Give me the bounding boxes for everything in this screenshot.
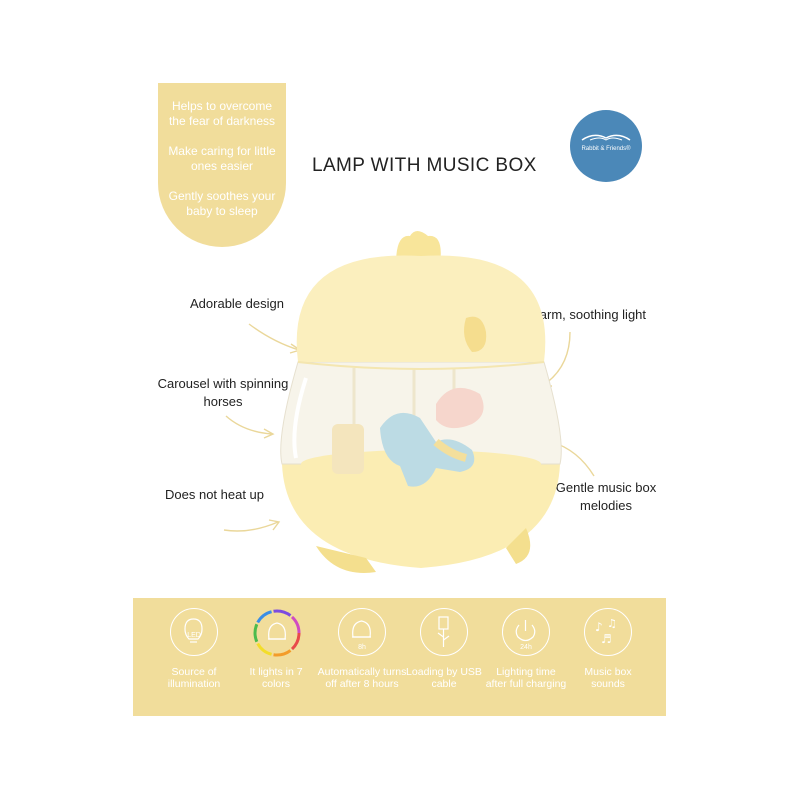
- seven-colors-lamp-icon: [253, 609, 301, 657]
- benefit-2: Make caring for little ones easier: [168, 144, 276, 173]
- icon-label-colors: It lights in 7 colors: [249, 666, 303, 690]
- usb-cable-icon: [437, 616, 450, 647]
- wing-logo-icon: [581, 134, 631, 141]
- icon-label-timer: Automatically turns off after 8 hours: [317, 666, 407, 690]
- feature-carousel: Carousel with spinning horses: [157, 376, 289, 409]
- benefit-1: Helps to overcome the fear of darkness: [168, 99, 276, 128]
- feature-heat: Does not heat up: [165, 487, 265, 502]
- timer-badge: 8h: [358, 644, 366, 651]
- icon-label-led: Source of illumination: [167, 666, 221, 690]
- icon-item-timer: 8h Automatically turns off after 8 hours: [317, 608, 407, 690]
- logo-registered: ®: [626, 146, 631, 152]
- arrow-heat-icon: [223, 519, 281, 532]
- icon-label-power: Lighting time after full charging: [485, 666, 567, 690]
- timer-lamp-icon: [352, 620, 371, 638]
- feature-adorable: Adorable design: [190, 296, 284, 311]
- svg-text:♬: ♬: [601, 632, 612, 646]
- arrow-carousel-icon: [225, 415, 275, 439]
- led-bulb-icon: [184, 618, 203, 643]
- brand-logo: Rabbit & Friends®: [570, 110, 642, 182]
- logo-text: Rabbit & Friends: [581, 146, 627, 152]
- icon-label-music: Music box sounds: [584, 666, 632, 690]
- icon-item-colors: It lights in 7 colors: [235, 608, 317, 690]
- svg-text:♫: ♫: [607, 617, 617, 630]
- icon-item-power: 24h Lighting time after full charging: [485, 608, 567, 690]
- feature-melodies: Gentle music box melodies: [555, 480, 657, 513]
- icon-label-usb: Loading by USB cable: [406, 666, 482, 690]
- icon-item-usb: Loading by USB cable: [403, 608, 485, 690]
- music-notes-icon: ♪ ♫ ♬: [595, 617, 617, 646]
- power-badge: 24h: [520, 644, 532, 651]
- features-icon-strip: LED Source of illumination It lights in …: [133, 598, 666, 716]
- led-badge: LED: [187, 632, 201, 639]
- svg-text:♪: ♪: [595, 620, 603, 634]
- page-title: LAMP WITH MUSIC BOX: [312, 155, 537, 176]
- feature-warm: Warm, soothing light: [528, 307, 647, 322]
- icon-item-music: ♪ ♫ ♬ Music box sounds: [567, 608, 649, 690]
- benefits-banner: Helps to overcome the fear of darkness M…: [158, 83, 286, 247]
- icon-item-led: LED Source of illumination: [153, 608, 235, 690]
- power-24h-icon: [515, 620, 536, 642]
- benefit-3: Gently soothes your baby to sleep: [168, 189, 276, 218]
- carousel-lamp-image: [280, 231, 562, 573]
